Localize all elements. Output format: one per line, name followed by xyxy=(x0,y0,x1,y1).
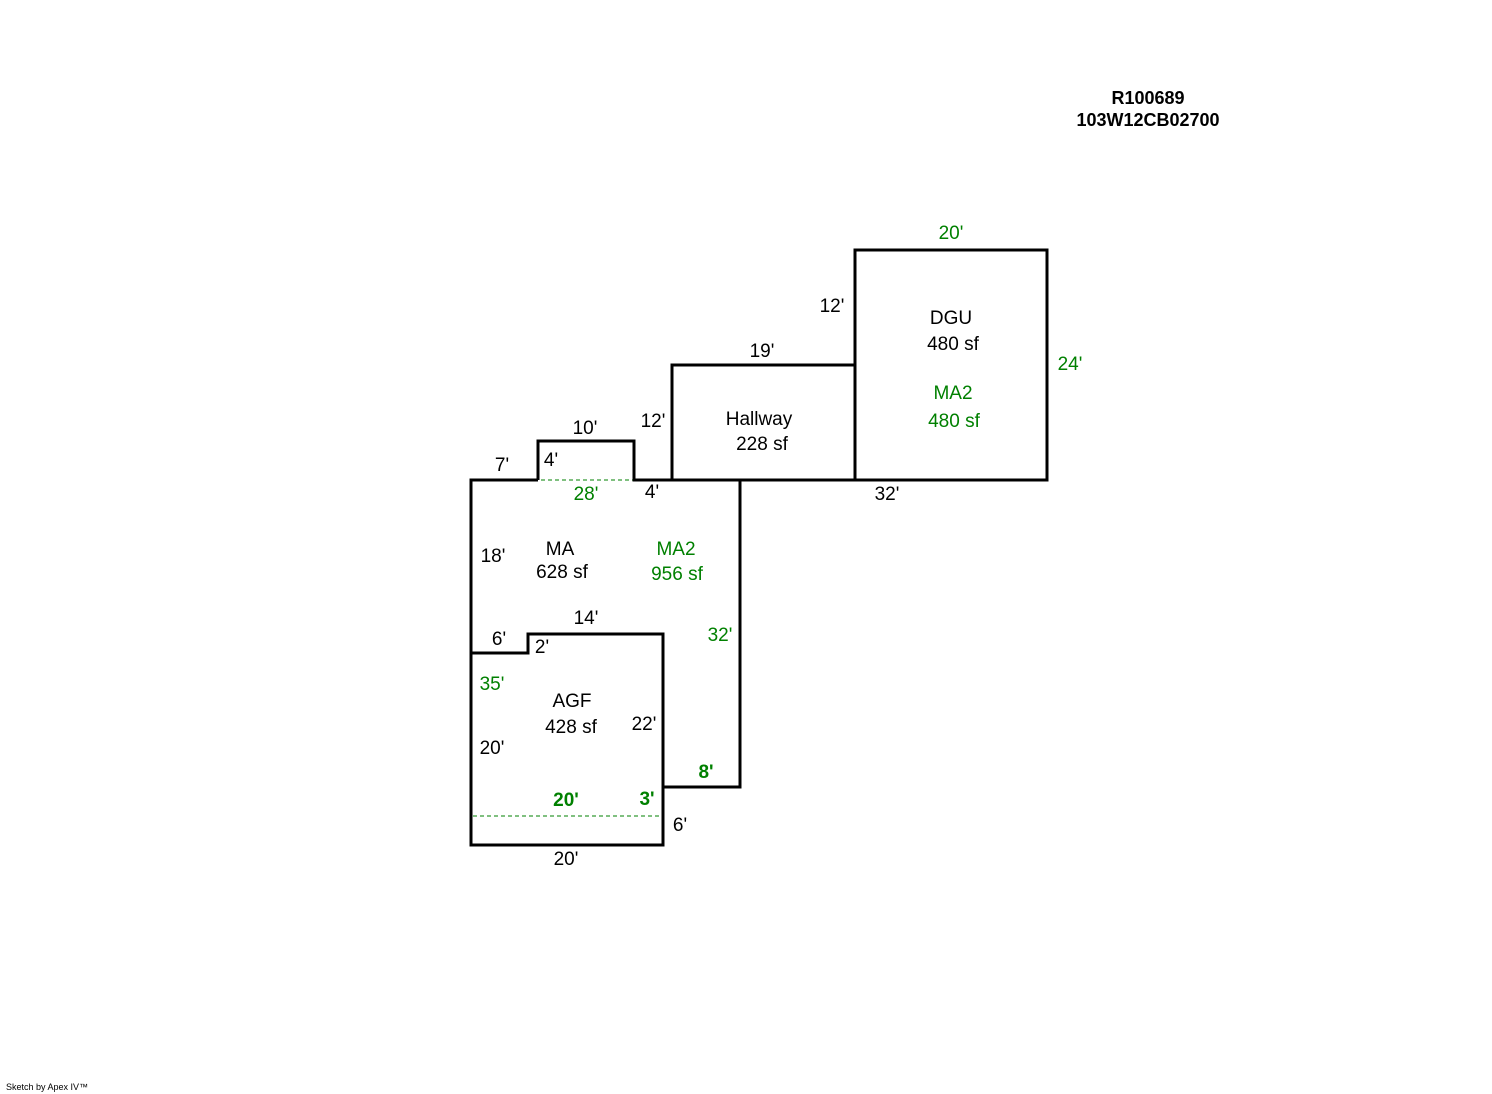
map-number: 103W12CB02700 xyxy=(1076,110,1220,130)
hallway-size: 228 sf xyxy=(736,434,788,455)
dim-agf-left: 20' xyxy=(479,738,505,759)
dim-ma2-left: 35' xyxy=(479,674,505,695)
dim-agf-step-side: 2' xyxy=(534,637,550,658)
dgu-ma2-outline xyxy=(854,249,1048,481)
dim-hall-left: 12' xyxy=(640,411,666,432)
ma2-name: MA2 xyxy=(656,539,696,560)
dgu-ma2-size: 480 sf xyxy=(928,411,980,432)
dim-dgu-left: 12' xyxy=(819,296,845,317)
ma-name: MA xyxy=(545,539,575,560)
dgu-size: 480 sf xyxy=(927,334,979,355)
hallway-outline xyxy=(670,363,855,480)
dim-ma2-right: 32' xyxy=(707,625,733,646)
dim-bump-top: 10' xyxy=(572,418,598,439)
dim-dgu-right: 24' xyxy=(1057,354,1083,375)
dim-ma-left: 18' xyxy=(480,546,506,567)
agf-outline xyxy=(471,632,665,787)
dim-agf-side: 6' xyxy=(672,815,688,836)
dgu-ma2-name: MA2 xyxy=(933,383,973,404)
dim-hall-top: 19' xyxy=(749,341,775,362)
dgu-outline xyxy=(853,248,1049,482)
hallway-name: Hallway xyxy=(725,409,793,430)
dim-ma2-top: 28' xyxy=(573,484,599,505)
dim-ma2-bottom: 20' xyxy=(553,790,579,811)
sketch-credit: Sketch by Apex IV™ xyxy=(6,1082,89,1092)
dim-agf-bottom: 20' xyxy=(553,849,579,870)
ma-size: 628 sf xyxy=(536,562,588,583)
dim-bump-right: 4' xyxy=(644,482,660,503)
dim-ma2-step: 8' xyxy=(698,762,714,783)
dim-agf-top: 14' xyxy=(573,608,599,629)
agf-size: 428 sf xyxy=(545,717,597,738)
ma2-size: 956 sf xyxy=(651,564,703,585)
agf-name: AGF xyxy=(552,691,592,712)
dim-agf-step-top: 6' xyxy=(491,629,507,650)
parcel-id: R100689 xyxy=(1111,88,1185,108)
dim-dgu-top: 20' xyxy=(938,223,964,244)
dgu-name: DGU xyxy=(929,308,973,329)
dim-ma-top-left: 7' xyxy=(494,455,510,476)
dim-ma2-small: 3' xyxy=(639,789,655,810)
dim-agf-right: 22' xyxy=(631,714,657,735)
ma-outline xyxy=(469,439,742,847)
dim-dgu-bottom: 32' xyxy=(874,484,900,505)
dim-bump-left: 4' xyxy=(543,450,559,471)
